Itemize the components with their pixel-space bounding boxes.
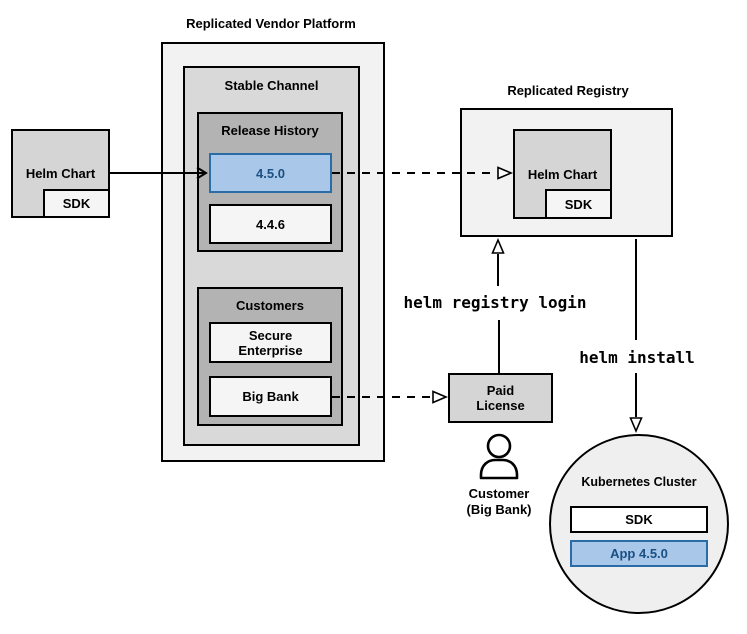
registry-helm-chart-label: Helm Chart [527, 166, 598, 182]
kubernetes-cluster-title: Kubernetes Cluster [581, 475, 697, 489]
command-helm-install: helm install [579, 348, 695, 367]
customer-item-secure-enterprise: Secure Enterprise [209, 322, 332, 363]
release-history-label: Release History [221, 123, 319, 138]
customer-caption-line1: Customer [468, 486, 530, 501]
customers-label: Customers [236, 298, 304, 313]
customer-caption-line2: (Big Bank) [466, 502, 532, 517]
registry-helm-chart-box: Helm Chart SDK [513, 129, 612, 219]
source-helm-chart-label: Helm Chart [25, 166, 96, 181]
command-helm-registry-login: helm registry login [403, 293, 587, 312]
customer-item-secure-enterprise-label: Secure Enterprise [238, 327, 303, 358]
customer-item-big-bank: Big Bank [209, 376, 332, 417]
customers-box: Customers Secure Enterprise Big Bank [197, 287, 343, 426]
source-helm-chart-box: Helm Chart SDK [11, 129, 110, 218]
paid-license-box: Paid License [448, 373, 553, 423]
source-sdk-box: SDK [43, 189, 110, 218]
release-item-450: 4.5.0 [209, 153, 332, 193]
vendor-platform-box: Stable Channel Release History 4.5.0 4.4… [161, 42, 385, 462]
registry-box: Helm Chart SDK [460, 108, 673, 237]
cluster-app-box: App 4.5.0 [570, 540, 708, 567]
release-item-446: 4.4.6 [209, 204, 332, 244]
customer-person-icon [479, 433, 519, 480]
registry-title: Replicated Registry [507, 83, 629, 98]
cluster-sdk-box: SDK [570, 506, 708, 533]
release-history-box: Release History 4.5.0 4.4.6 [197, 112, 343, 252]
kubernetes-cluster-circle: Kubernetes Cluster SDK App 4.5.0 [549, 434, 729, 614]
stable-channel-box: Stable Channel Release History 4.5.0 4.4… [183, 66, 360, 446]
paid-license-label: Paid License [476, 383, 525, 413]
stable-channel-label: Stable Channel [224, 78, 319, 93]
vendor-platform-title: Replicated Vendor Platform [186, 16, 356, 31]
registry-sdk-box: SDK [545, 189, 612, 219]
arrow-registry-to-cluster [629, 239, 643, 434]
